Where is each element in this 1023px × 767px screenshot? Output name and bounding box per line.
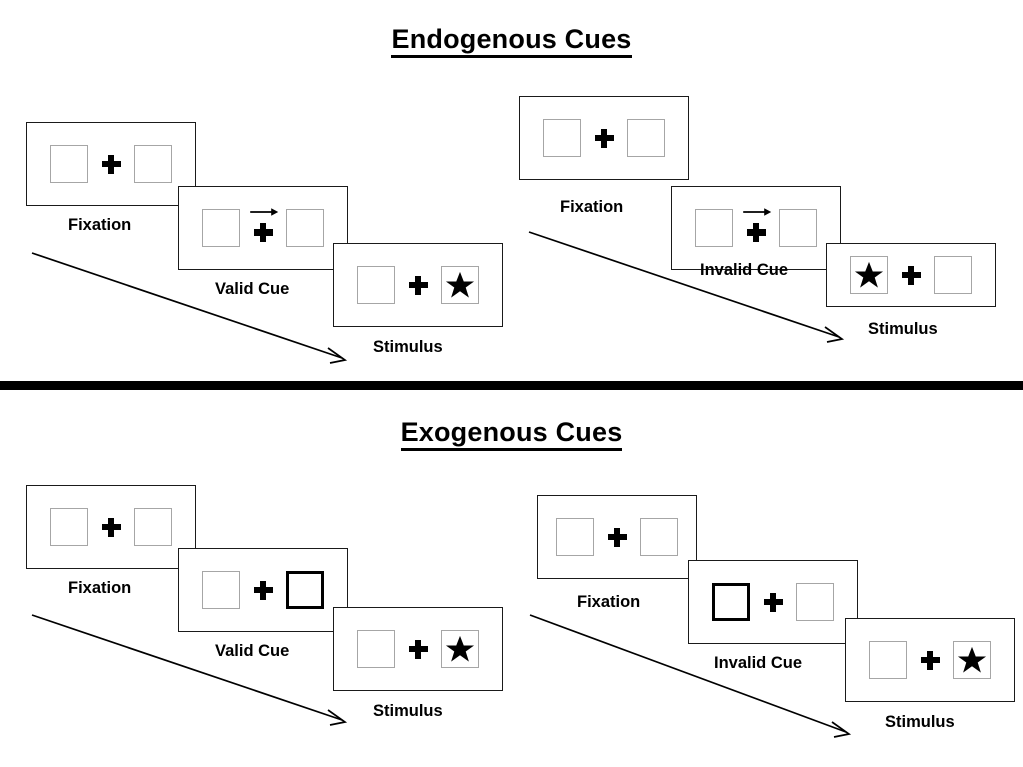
panel-label-exo-invalid-stimulus: Stimulus [885,713,955,731]
trial-panel-exo-valid-cue [178,548,348,632]
section-divider [0,381,1023,390]
left-box-flash-cue [712,583,750,621]
panel-display [827,244,995,306]
section-heading-exogenous: Exogenous Cues [0,417,1023,451]
right-box [934,256,972,294]
target-star-icon [445,634,475,664]
trial-panel-endo-valid-cue [178,186,348,270]
fixation-cross-container [395,626,441,672]
left-box [357,266,395,304]
trial-panel-exo-valid-stimulus [333,607,503,691]
right-box [627,119,665,157]
section-heading-endogenous-text: Endogenous Cues [391,24,632,58]
left-box [543,119,581,157]
section-heading-exogenous-text: Exogenous Cues [400,417,623,451]
panel-display [27,123,195,205]
right-box [779,209,817,247]
panel-label-endo-invalid-fixation: Fixation [560,198,624,216]
panel-display [334,608,502,690]
panel-display [520,97,688,179]
panel-display [179,187,347,269]
right-box [134,145,172,183]
trial-panel-endo-invalid-fixation [519,96,689,180]
right-box [953,641,991,679]
fixation-cross-icon [607,527,627,547]
panel-label-exo-invalid-cue: Invalid Cue [714,654,803,672]
fixation-cross-container [395,262,441,308]
trial-panel-exo-valid-fixation [26,485,196,569]
panel-display [538,496,696,578]
fixation-cross-container [907,637,953,683]
right-box-flash-cue [286,571,324,609]
target-star-icon [854,260,884,290]
trial-panel-endo-invalid-stimulus [826,243,996,307]
fixation-cross-icon [763,592,783,612]
fixation-cross-icon [101,517,121,537]
trial-panel-endo-valid-stimulus [333,243,503,327]
panel-label-endo-valid-cue: Valid Cue [215,280,290,298]
fixation-cross-container [240,567,286,613]
left-box [869,641,907,679]
fixation-cross-icon [901,265,921,285]
cue-arrow-right-icon [249,207,279,218]
trial-panel-endo-valid-fixation [26,122,196,206]
trial-panel-exo-invalid-cue [688,560,858,644]
fixation-cross-container [733,205,779,251]
panel-label-endo-invalid-stimulus: Stimulus [868,320,938,338]
left-box [357,630,395,668]
left-box [202,209,240,247]
panel-display [27,486,195,568]
trial-panel-exo-invalid-stimulus [845,618,1015,702]
fixation-cross-icon [594,128,614,148]
panel-display [689,561,857,643]
fixation-cross-container [888,252,934,298]
target-star-icon [957,645,987,675]
fixation-cross-container [594,514,640,560]
fixation-cross-container [88,504,134,550]
panel-label-endo-valid-fixation: Fixation [68,216,132,234]
panel-display [334,244,502,326]
fixation-cross-icon [101,154,121,174]
left-box [50,508,88,546]
left-box [202,571,240,609]
panel-display [179,549,347,631]
left-box [50,145,88,183]
panel-label-exo-valid-stimulus: Stimulus [373,702,443,720]
trial-panel-endo-invalid-cue [671,186,841,270]
panel-display [672,187,840,269]
panel-label-endo-valid-stimulus: Stimulus [373,338,443,356]
right-box [134,508,172,546]
fixation-cross-container [240,205,286,251]
cue-arrow-right-icon [742,207,772,218]
panel-label-endo-invalid-cue: Invalid Cue [700,261,789,279]
panel-label-exo-invalid-fixation: Fixation [577,593,641,611]
left-box [695,209,733,247]
fixation-cross-icon [253,223,273,242]
panel-label-exo-valid-cue: Valid Cue [215,642,290,660]
panel-display [846,619,1014,701]
fixation-cross-icon [920,650,940,670]
trial-panel-exo-invalid-fixation [537,495,697,579]
right-box [441,630,479,668]
fixation-cross-icon [408,275,428,295]
left-box [556,518,594,556]
right-box [640,518,678,556]
left-box [850,256,888,294]
fixation-cross-container [88,141,134,187]
fixation-cross-icon [408,639,428,659]
right-box [286,209,324,247]
right-box [441,266,479,304]
fixation-cross-container [581,115,627,161]
target-star-icon [445,270,475,300]
fixation-cross-icon [746,223,766,242]
fixation-cross-container [750,579,796,625]
fixation-cross-icon [253,580,273,600]
right-box [796,583,834,621]
section-heading-endogenous: Endogenous Cues [0,24,1023,58]
panel-label-exo-valid-fixation: Fixation [68,579,132,597]
